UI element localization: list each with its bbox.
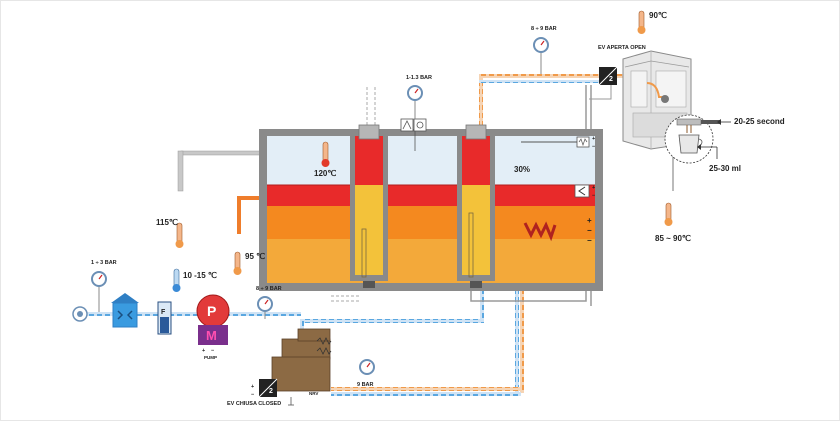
pump-m-label: M xyxy=(206,328,217,343)
temp-115-label: 115℃ xyxy=(156,218,178,227)
heat-exchanger-right xyxy=(457,124,495,288)
brew-detail-zoom xyxy=(664,114,731,164)
temp-90-label: 90℃ xyxy=(649,11,667,20)
thermometer-icon xyxy=(321,141,330,167)
water-inlet-icon xyxy=(72,306,88,322)
bar-9-label: 9 BAR xyxy=(357,382,374,388)
bar-8-9-top-label: 8 ÷ 9 BAR xyxy=(531,26,557,32)
hot-water-zone xyxy=(267,185,595,207)
probe-plus: + xyxy=(592,136,595,142)
water-softener-icon xyxy=(111,293,139,328)
pressure-gauge-icon xyxy=(533,37,549,74)
svg-text:−: − xyxy=(251,392,254,398)
steam-zone xyxy=(267,136,595,186)
volume-25-30-label: 25-30 ml xyxy=(709,164,741,173)
bar-8-9-pump-label: 8 ÷ 9 BAR xyxy=(256,286,282,292)
bar-1-3-left-label: 1 ÷ 3 BAR xyxy=(91,260,117,266)
nrv-label: NRV xyxy=(309,391,318,396)
solenoid-valve-icon: 2 + − NRV xyxy=(251,328,332,406)
safety-valve-icon xyxy=(400,118,427,151)
group-supply-pipe xyxy=(479,74,599,78)
pump-icon: P M + − PUMP xyxy=(196,294,230,360)
inlet-pipe xyxy=(85,312,285,316)
pressure-gauge-icon xyxy=(359,359,375,375)
filter-label: F xyxy=(161,309,166,316)
svg-text:−: − xyxy=(211,348,214,354)
level-probe: + − xyxy=(521,136,595,150)
thermometer-icon xyxy=(233,251,242,275)
svg-text:2: 2 xyxy=(609,76,613,83)
pressure-gauge-icon xyxy=(257,296,273,319)
heating-element-icon: + − − xyxy=(523,216,592,245)
percent-30-label: 30% xyxy=(514,165,530,174)
pump-p-label: P xyxy=(207,303,216,319)
thermometer-icon xyxy=(172,268,181,292)
filter-icon: F xyxy=(157,301,172,335)
solenoid-valve-icon: 2 xyxy=(598,66,618,86)
pump-caption: PUMP xyxy=(204,355,217,360)
thermometer-icon xyxy=(664,202,673,226)
cool-water-zone xyxy=(267,239,595,283)
return-pipe xyxy=(331,387,521,391)
thermometer-icon xyxy=(175,222,184,248)
pressure-gauge-icon xyxy=(407,85,423,119)
svg-text:+: + xyxy=(202,348,205,354)
svg-text:−: − xyxy=(587,226,592,235)
svg-text:2: 2 xyxy=(269,388,273,395)
svg-text:+: + xyxy=(587,216,592,225)
svg-text:−: − xyxy=(592,193,595,199)
pressure-gauge-icon xyxy=(91,271,107,312)
ev-aperta-label: EV APERTA OPEN xyxy=(598,45,646,51)
heat-exchanger-left xyxy=(350,124,388,288)
temp-85-90-label: 85 ~ 90℃ xyxy=(655,234,691,243)
boiler-feed-pipe xyxy=(304,319,484,323)
boiler-tank: + − + − + − − xyxy=(259,118,603,291)
svg-text:−: − xyxy=(587,236,592,245)
pressure-switch: + − xyxy=(574,184,595,199)
bar-1-13-top-label: 1-1.3 BAR xyxy=(406,75,432,81)
temp-10-15-label: 10 -15 ℃ xyxy=(183,271,217,280)
ev-chiusa-label: EV CHIUSA CLOSED xyxy=(227,401,281,407)
thermometer-icon xyxy=(637,10,646,34)
temp-95-label: 95 ℃ xyxy=(245,252,265,261)
svg-text:+: + xyxy=(251,384,254,390)
temp-120-label: 120℃ xyxy=(314,169,336,178)
svg-text:+: + xyxy=(592,185,595,191)
probe-minus: − xyxy=(592,144,595,150)
time-20-25-label: 20-25 second xyxy=(734,117,785,126)
